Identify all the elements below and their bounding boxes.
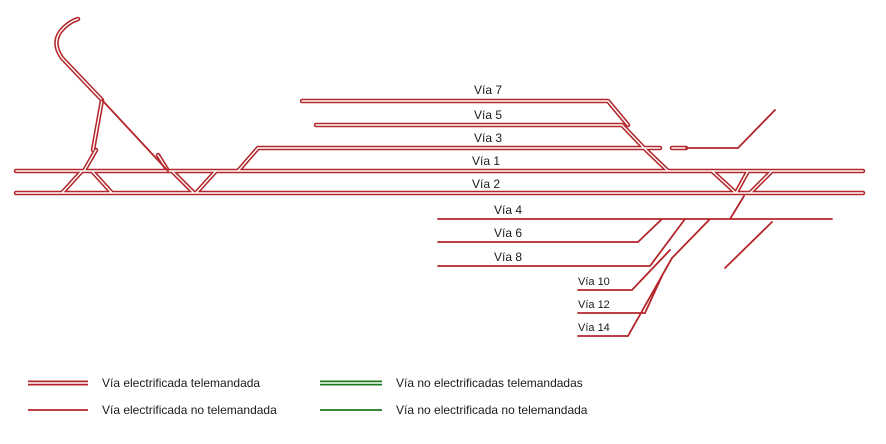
label-via-4: Vía 4	[494, 203, 522, 217]
label-via-14: Vía 14	[578, 322, 610, 334]
electrified-non-remote-tracks	[101, 99, 833, 337]
legend-label-non-electrified-remote: Vía no electrificadas telemandadas	[396, 376, 583, 390]
legend-item-electrified-not-remote: Vía electrificada no telemandada	[28, 403, 277, 417]
double-track-inner	[15, 18, 864, 194]
legend-label-non-electrified-not-remote: Vía no electrificada no telemandada	[396, 403, 588, 417]
label-via-3: Vía 3	[474, 131, 502, 145]
single-track-paths	[101, 99, 833, 337]
legend-item-electrified-remote: Vía electrificada telemandada	[28, 376, 260, 390]
label-via-1: Vía 1	[472, 154, 500, 168]
legend-item-non-electrified-not-remote: Vía no electrificada no telemandada	[320, 403, 588, 417]
label-via-12: Vía 12	[578, 299, 610, 311]
legend-label-electrified-not-remote: Vía electrificada no telemandada	[102, 403, 277, 417]
label-via-6: Vía 6	[494, 226, 522, 240]
label-via-8: Vía 8	[494, 250, 522, 264]
legend-item-non-electrified-remote: Vía no electrificadas telemandadas	[320, 376, 583, 390]
label-via-5: Vía 5	[474, 108, 502, 122]
legend-label-electrified-remote: Vía electrificada telemandada	[102, 376, 260, 390]
electrified-remote-tracks	[13, 16, 866, 196]
label-via-10: Vía 10	[578, 276, 610, 288]
label-via-7: Vía 7	[474, 83, 502, 97]
legend: Vía electrificada telemandada Vía no ele…	[28, 376, 588, 417]
double-track-paths	[13, 16, 866, 196]
track-labels: Vía 7 Vía 5 Vía 3 Vía 1 Vía 2 Vía 4 Vía …	[472, 83, 610, 334]
label-via-2: Vía 2	[472, 177, 500, 191]
